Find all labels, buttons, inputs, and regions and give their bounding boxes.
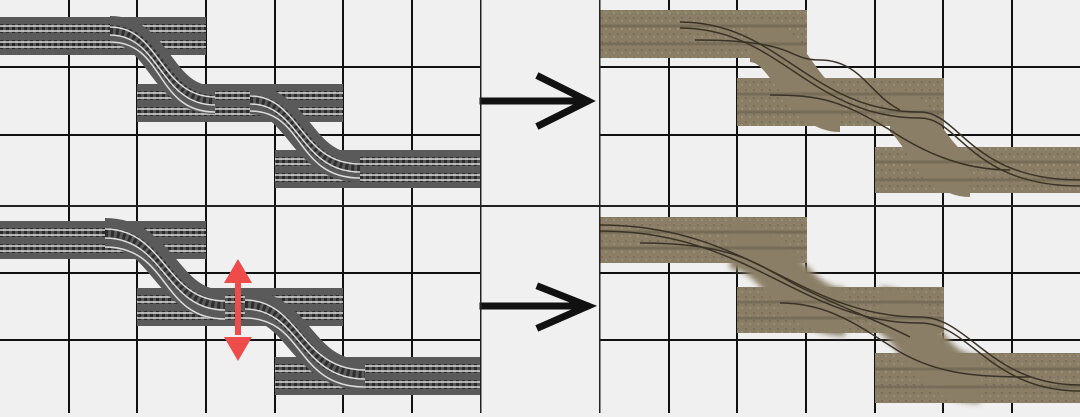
track-segment xyxy=(137,84,343,122)
result-panel-bottom xyxy=(599,207,1080,413)
result-panel-top xyxy=(600,0,1080,205)
double-arrow-vertical-icon xyxy=(224,259,252,361)
track-crossover xyxy=(103,218,227,320)
track-crossover xyxy=(243,290,366,390)
track-segment xyxy=(0,221,206,259)
source-panel-top xyxy=(0,0,480,205)
panel-divider xyxy=(0,205,1080,207)
track-crossover xyxy=(108,16,217,114)
track-segment xyxy=(0,17,206,55)
rail-curve xyxy=(599,224,1080,392)
rail-curve xyxy=(679,21,1080,187)
arrow-right-icon xyxy=(479,282,598,332)
source-panel-bottom xyxy=(0,207,480,413)
track-crossover xyxy=(248,86,361,182)
arrow-right-icon xyxy=(479,72,596,130)
track-segment xyxy=(275,150,480,188)
